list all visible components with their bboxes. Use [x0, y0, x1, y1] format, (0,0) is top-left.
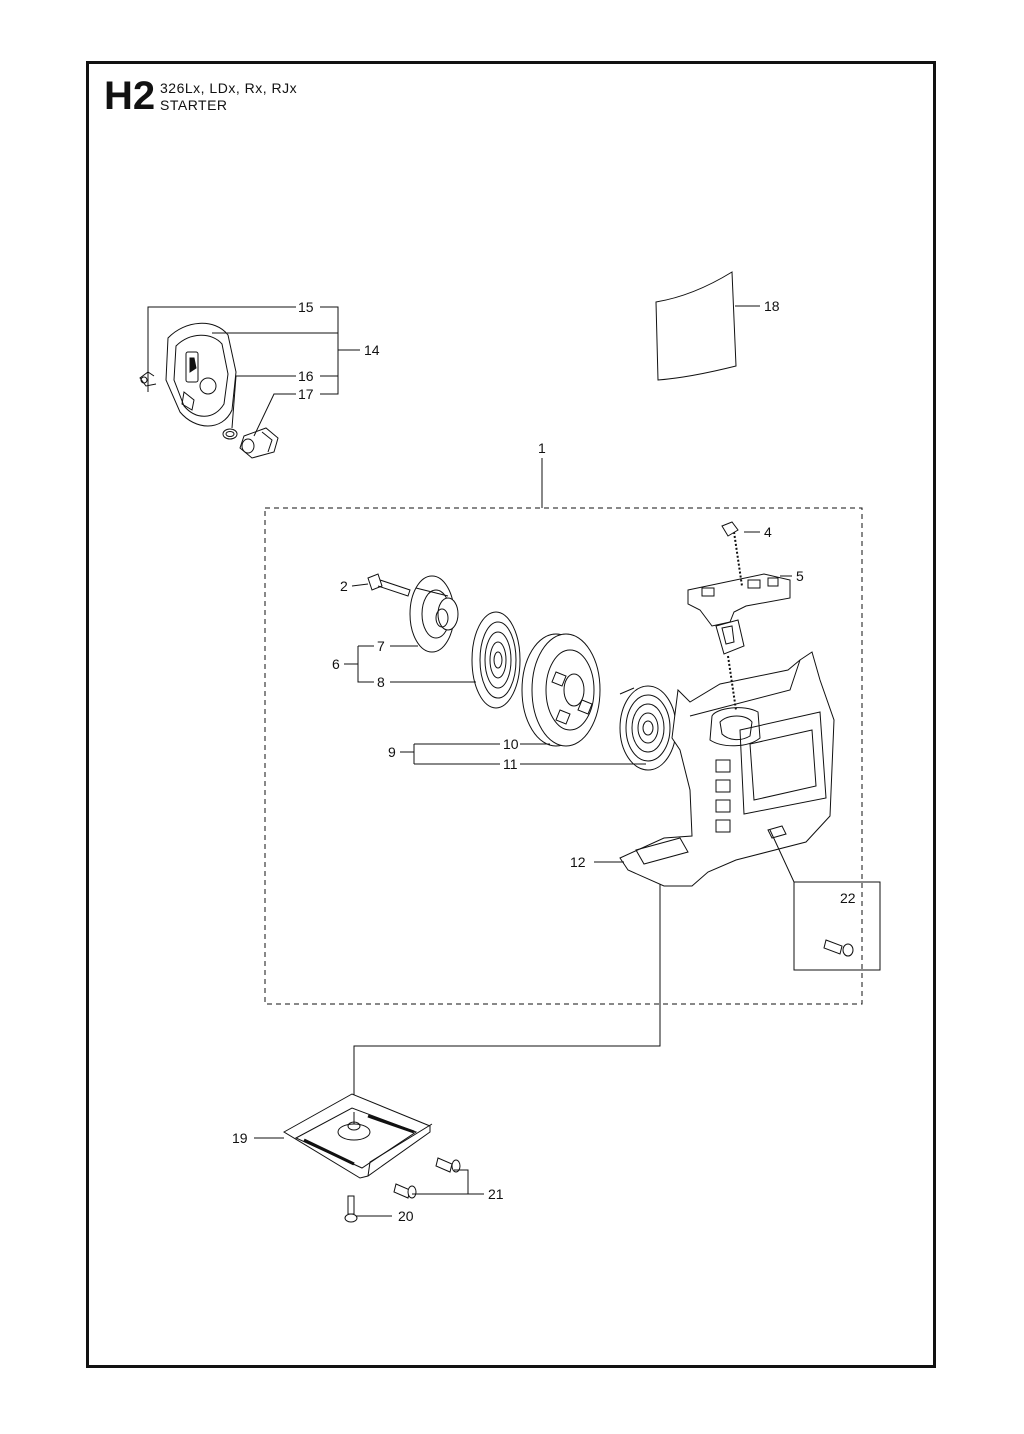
- leader-line-bracket: [353, 884, 661, 1098]
- callout-21: 21: [488, 1186, 504, 1202]
- callout-10: 10: [503, 736, 519, 752]
- callout-7: 7: [377, 638, 385, 654]
- callout-6: 6: [332, 656, 340, 672]
- bolt-2: [351, 573, 411, 597]
- spring-8: [471, 611, 521, 709]
- callout-8: 8: [377, 674, 385, 690]
- callout-1: 1: [538, 440, 546, 456]
- callout-2: 2: [340, 578, 348, 594]
- callout-20: 20: [398, 1208, 414, 1224]
- callout-22: 22: [840, 890, 856, 906]
- callout-19: 19: [232, 1130, 248, 1146]
- callout-18: 18: [764, 298, 780, 314]
- callout-11: 11: [503, 756, 518, 772]
- starter-cover-assembly: [139, 322, 279, 459]
- starter-handle-5: [687, 573, 791, 655]
- leader-lines-assembly: [344, 531, 792, 863]
- bolts-20-21: [344, 1157, 484, 1223]
- callout-5: 5: [796, 568, 804, 584]
- callout-15: 15: [298, 299, 314, 315]
- pulley-7: [409, 575, 459, 653]
- decal-label: [655, 271, 760, 381]
- starter-housing: [619, 651, 835, 887]
- callout-14: 14: [364, 342, 380, 358]
- callout-4: 4: [764, 524, 772, 540]
- starter-rope-4: [721, 521, 743, 711]
- callout-numbers: 15 14 16 17 18 1 4 5 2 7 6 8 10 9 11 12 …: [232, 298, 856, 1224]
- callout-17: 17: [298, 386, 314, 402]
- rope-reel-10: [521, 633, 601, 747]
- callout-16: 16: [298, 368, 314, 384]
- bolt-22-inset: [769, 829, 881, 971]
- spring-11: [619, 685, 677, 771]
- callout-9: 9: [388, 744, 396, 760]
- starter-assembly-boundary: [264, 507, 863, 1005]
- bracket-19: [254, 1093, 433, 1179]
- leader-lines-cover: [147, 306, 360, 437]
- callout-12: 12: [570, 854, 586, 870]
- section-title: STARTER: [160, 97, 228, 113]
- page-frame: [86, 61, 936, 1368]
- section-code: H2: [104, 74, 156, 118]
- model-list: 326Lx, LDx, Rx, RJx: [160, 80, 298, 96]
